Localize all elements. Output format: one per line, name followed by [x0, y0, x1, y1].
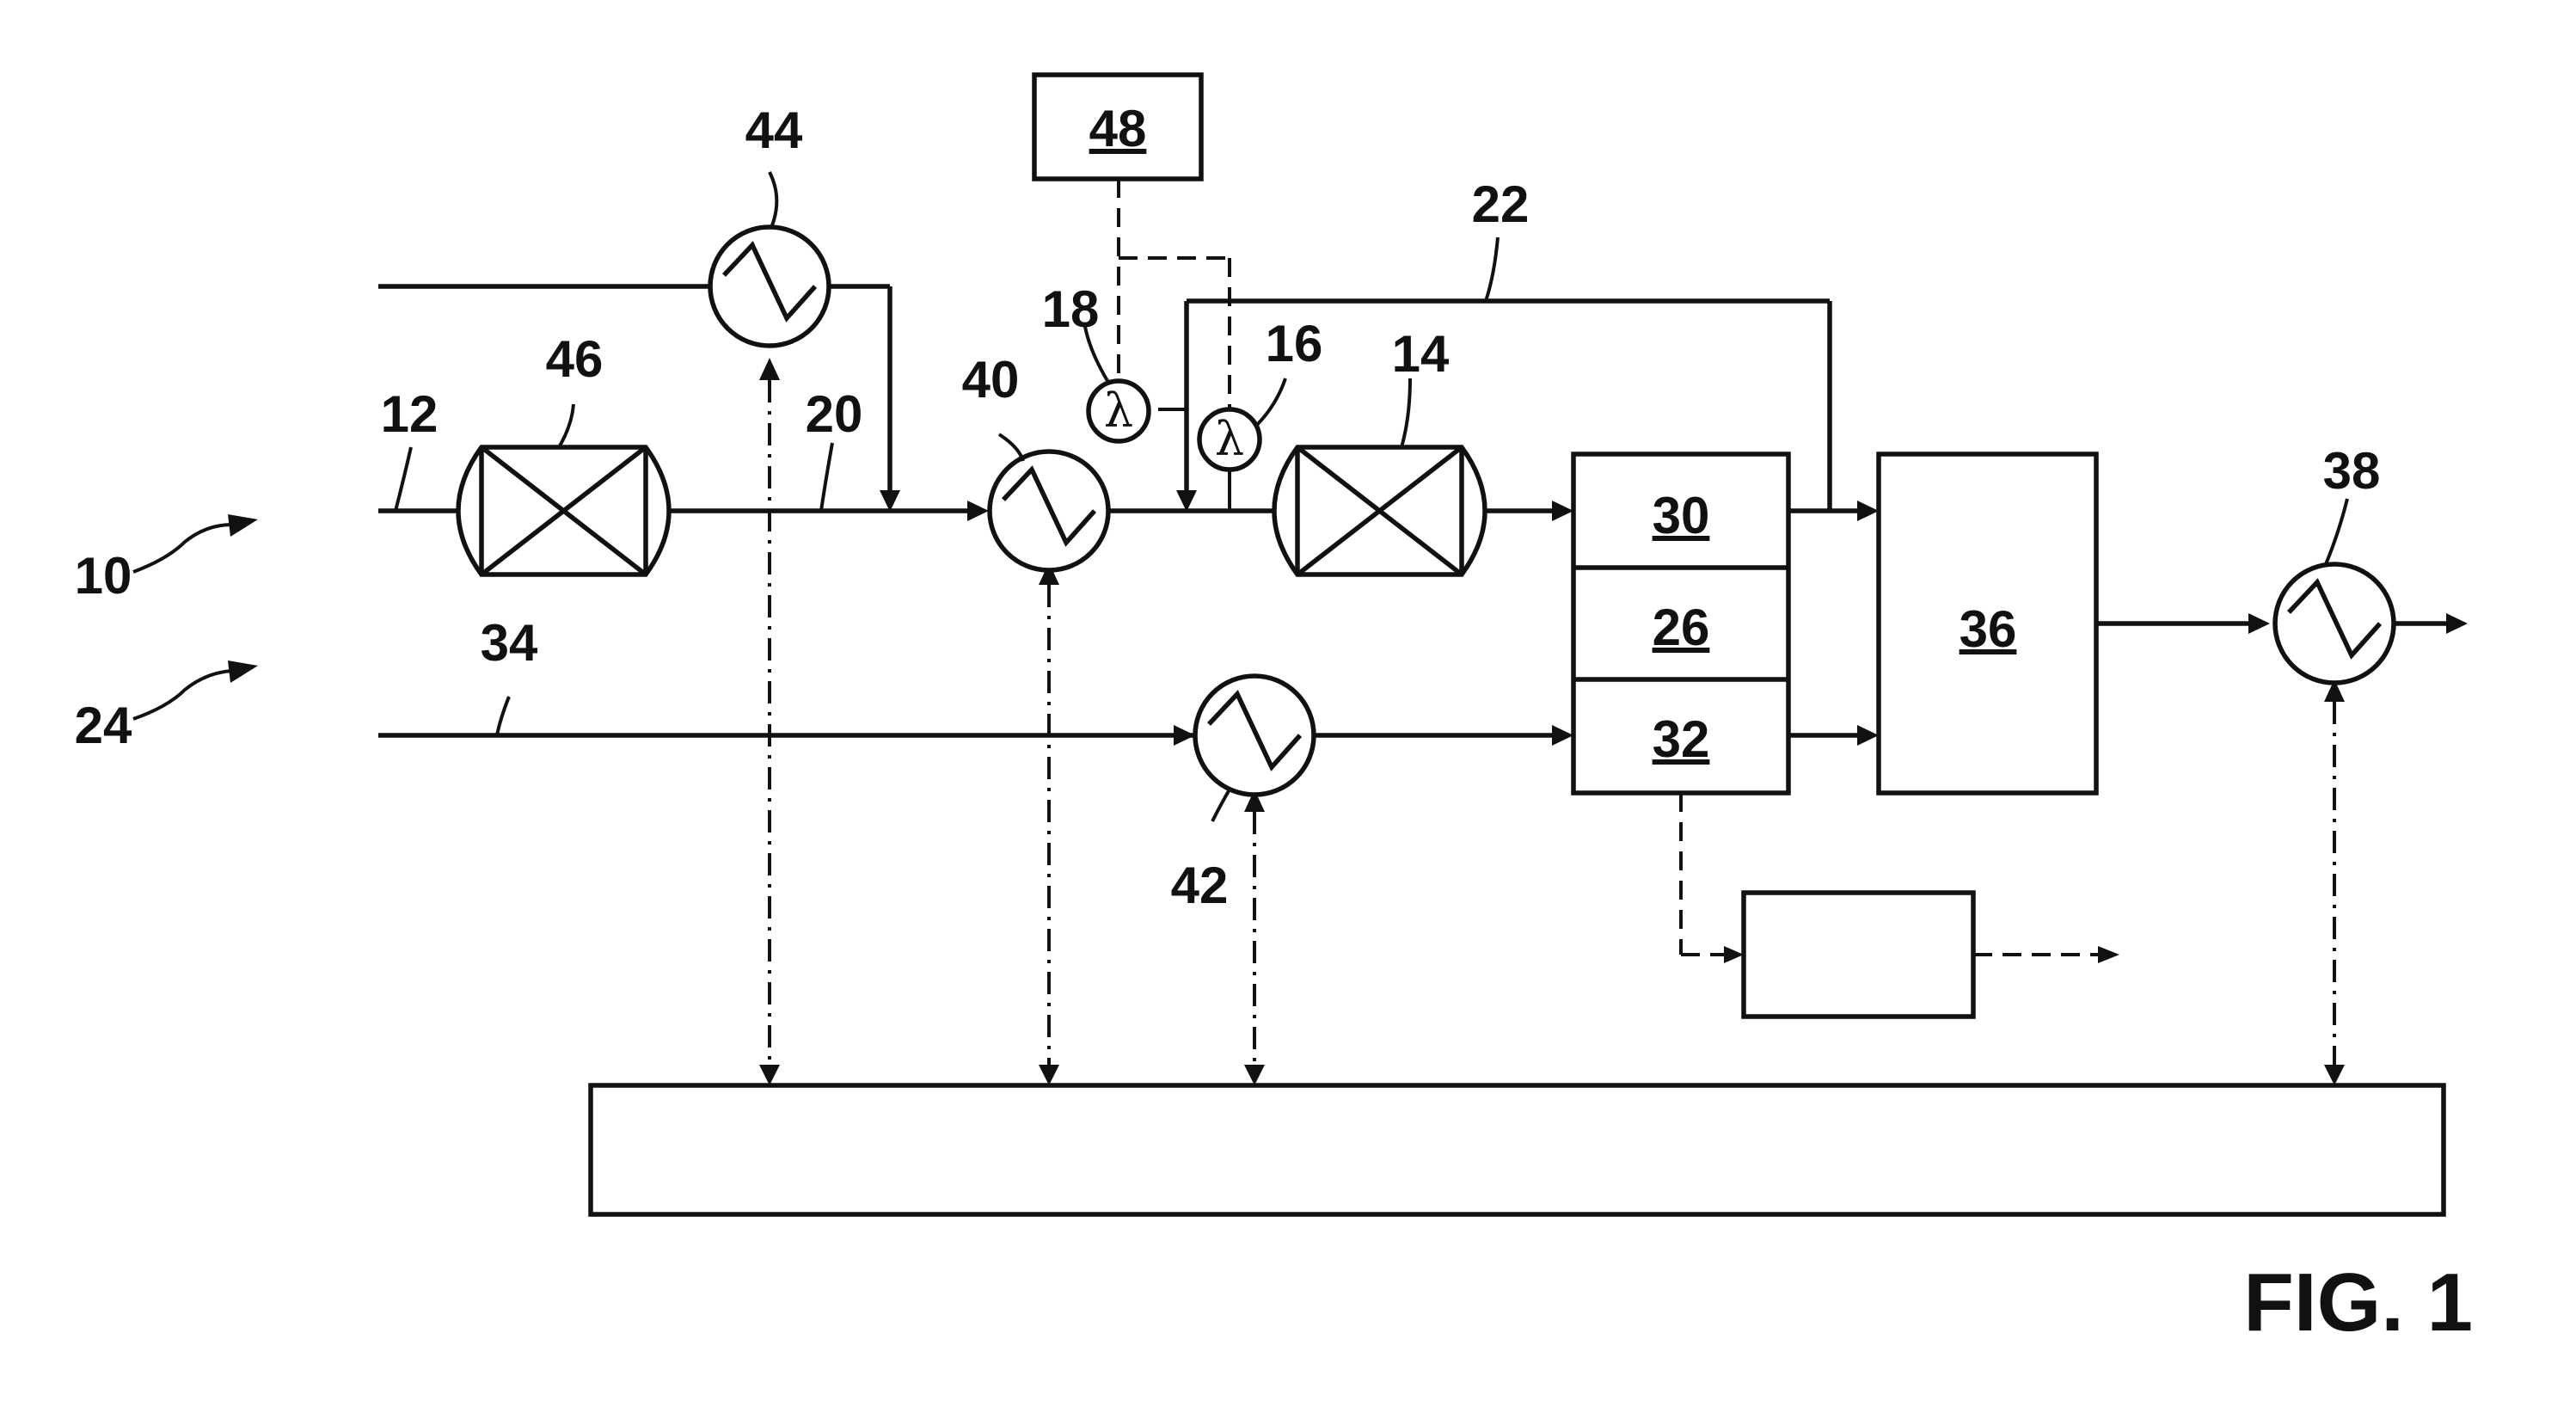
- heat-exchanger-38-icon: [2272, 562, 2396, 685]
- label-30: 30: [1653, 487, 1710, 544]
- separator-stack: [1571, 452, 1791, 796]
- label-42: 42: [1171, 857, 1229, 914]
- discharge-line-32: [1679, 793, 2119, 963]
- unit-36: [1876, 452, 2099, 796]
- arrow-10-icon: [228, 514, 258, 537]
- label-40: 40: [962, 351, 1020, 409]
- heat-exchanger-44-icon: [708, 224, 831, 348]
- reactor-46: [456, 445, 672, 577]
- leader-lines: [132, 171, 2349, 822]
- lambda-sensor-16-icon: λ: [1197, 407, 1262, 472]
- label-48: 48: [1089, 100, 1147, 157]
- outlet-line-36: [2096, 613, 2468, 634]
- line-22: [1176, 298, 1832, 512]
- label-26: 26: [1653, 599, 1710, 656]
- label-34: 34: [481, 614, 538, 672]
- label-38: 38: [2323, 442, 2381, 500]
- label-36: 36: [1960, 600, 2017, 658]
- heat-exchanger-42-icon: [1193, 673, 1316, 797]
- line-after-30: [1788, 501, 1879, 521]
- reactor-14: [1272, 445, 1487, 577]
- label-20: 20: [806, 385, 863, 443]
- label-18: 18: [1042, 280, 1100, 338]
- label-10: 10: [75, 547, 132, 605]
- label-22: 22: [1472, 175, 1530, 233]
- label-16: 16: [1266, 315, 1323, 372]
- figure-label: FIG. 1: [2243, 1256, 2473, 1349]
- heat-exchanger-40-icon: [987, 449, 1111, 573]
- arrow-24-icon: [228, 660, 258, 683]
- lambda-symbol-18: λ: [1104, 384, 1133, 438]
- label-24: 24: [75, 697, 132, 754]
- label-14: 14: [1392, 325, 1450, 383]
- lambda-sensor-18-icon: λ: [1086, 378, 1151, 444]
- label-44: 44: [745, 101, 803, 159]
- label-46: 46: [546, 330, 604, 388]
- control-lines: [759, 358, 2345, 1085]
- controller-bar: [588, 1083, 2446, 1217]
- bypass-line-44: [378, 284, 900, 512]
- signal-lines-48: [1117, 179, 1231, 411]
- label-12: 12: [381, 385, 439, 443]
- lambda-symbol-16: λ: [1215, 412, 1244, 466]
- discharge-unit: [1741, 890, 1976, 1019]
- control-unit-48: [1032, 72, 1204, 181]
- sensor-connections: [1158, 408, 1231, 511]
- line-34: [378, 725, 1879, 746]
- label-32: 32: [1653, 710, 1710, 768]
